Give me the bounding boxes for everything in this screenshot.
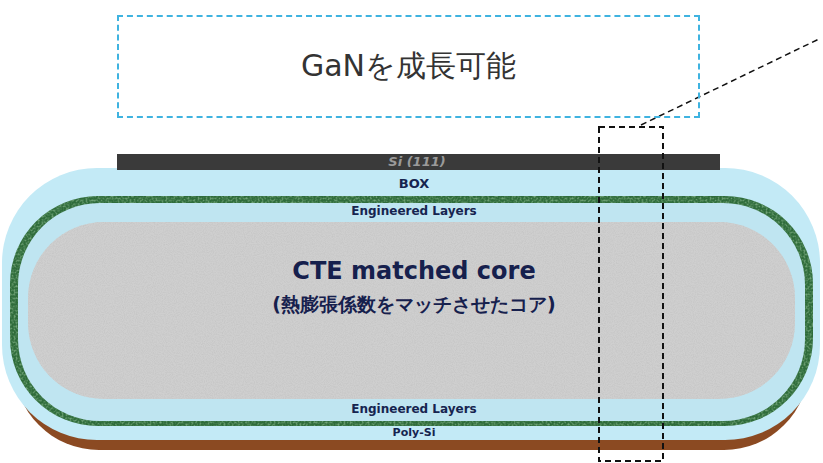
node-text: BOX bbox=[399, 177, 430, 192]
core-label: CTE matched core (熱膨張係数をマッチさせたコア) bbox=[268, 258, 559, 315]
node-text: Engineered Layers bbox=[351, 205, 476, 219]
inner-layer bbox=[18, 203, 805, 421]
node-text: Engineered Layers bbox=[351, 403, 476, 417]
node-subtext: (熱膨張係数をマッチさせたコア) bbox=[272, 294, 555, 316]
si-layer bbox=[117, 154, 720, 170]
core bbox=[28, 222, 795, 399]
layer-label: Engineered Layers bbox=[347, 205, 480, 219]
layer-label: Poly-Si bbox=[389, 427, 440, 440]
box-layer bbox=[2, 168, 820, 440]
node-text: Poly-Si bbox=[393, 427, 436, 440]
layer-label: Engineered Layers bbox=[347, 403, 480, 417]
zoom-region bbox=[599, 127, 663, 461]
leader-line bbox=[641, 38, 821, 125]
layer-label: Si (111) bbox=[384, 155, 449, 170]
node-text: Si (111) bbox=[388, 155, 445, 170]
layer-label: BOX bbox=[395, 177, 434, 192]
node-text: CTE matched core bbox=[272, 258, 555, 286]
engineered-layer bbox=[10, 196, 813, 426]
core-texture bbox=[28, 222, 795, 399]
node-text: GaNを成長可能 bbox=[301, 49, 516, 84]
engineered-texture bbox=[10, 196, 813, 426]
growth-region: GaNを成長可能 bbox=[117, 15, 700, 118]
